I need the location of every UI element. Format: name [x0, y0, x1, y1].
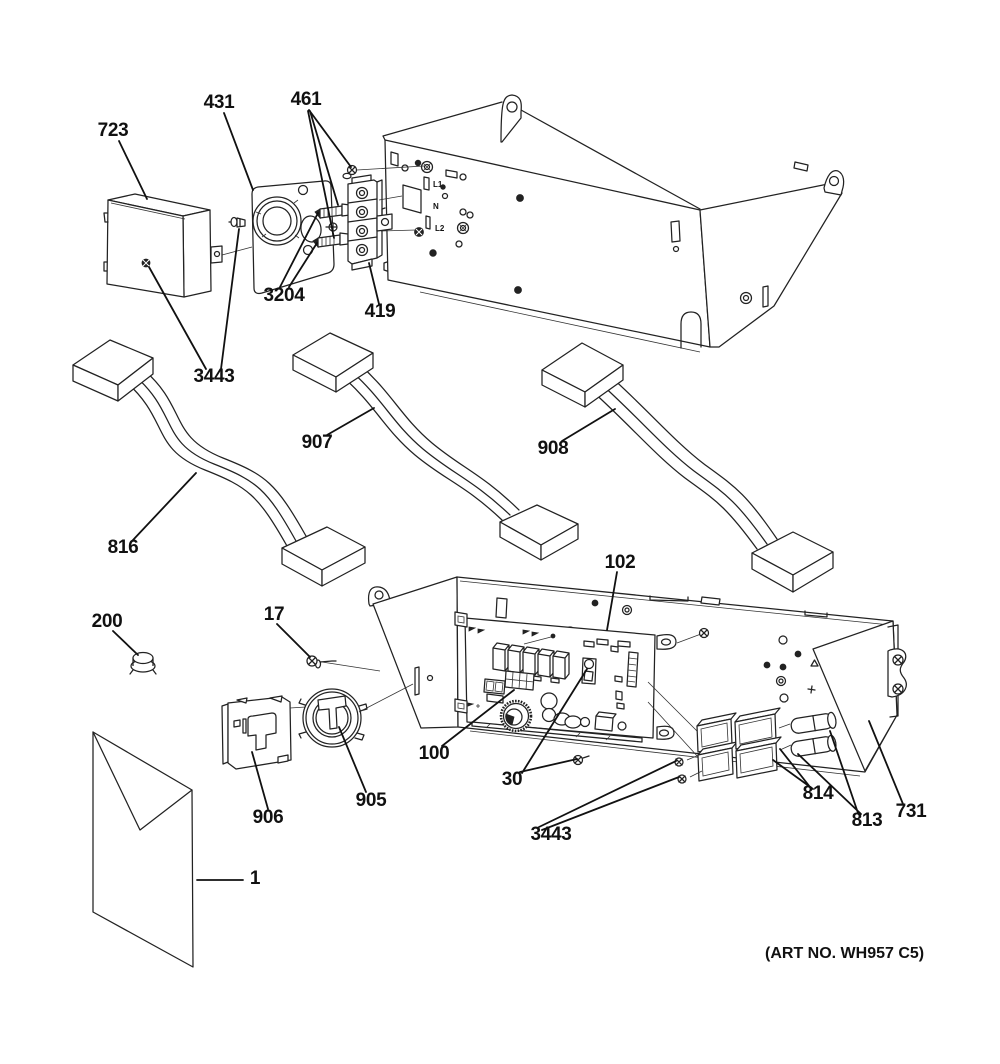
- part-label-102: 102: [604, 552, 636, 573]
- part-label-3443-top: 3443: [193, 366, 235, 387]
- grommet: [777, 677, 786, 686]
- part-label-723: 723: [97, 120, 129, 141]
- clamp-ring-905: [299, 684, 413, 747]
- marking-n: N: [433, 202, 439, 211]
- wire-harness-908: [542, 343, 833, 592]
- connector-blocks-814: [648, 682, 781, 781]
- envelope-1: [93, 732, 193, 967]
- grommet: [458, 223, 469, 234]
- part-label-813: 813: [851, 810, 883, 831]
- panel-left-face: [373, 577, 458, 728]
- part-label-907: 907: [301, 432, 333, 453]
- encoder-knob: [501, 701, 531, 731]
- terminal-pins-813: [779, 712, 837, 758]
- wire-harness-816: [73, 340, 365, 586]
- relay-row: [493, 643, 569, 679]
- part-label-3204: 3204: [263, 285, 305, 306]
- terminal-screws: [357, 188, 368, 256]
- control-panel-assembly: [369, 577, 907, 781]
- screw-17: [307, 656, 380, 671]
- marking-l2: L2: [435, 224, 445, 233]
- grommet: [741, 293, 752, 304]
- clip-bracket: [888, 649, 906, 697]
- part-label-461: 461: [290, 89, 322, 110]
- part-label-17: 17: [263, 604, 285, 625]
- grommet: [422, 162, 433, 173]
- part-label-30: 30: [501, 769, 523, 790]
- part-label-814: 814: [802, 783, 834, 804]
- part-label-731: 731: [895, 801, 927, 822]
- art-number: (ART NO. WH957 C5): [765, 945, 925, 962]
- part-label-908: 908: [537, 438, 569, 459]
- part-label-905: 905: [355, 790, 387, 811]
- terminal-block-419: [348, 175, 392, 270]
- control-board-100: [465, 618, 655, 742]
- grommet: [623, 606, 632, 615]
- leader-lines: [113, 110, 903, 880]
- switch-housing-906: [222, 696, 306, 769]
- part-label-431: 431: [203, 92, 235, 113]
- part-label-1: 1: [249, 868, 261, 889]
- part-label-100: 100: [418, 743, 450, 764]
- part-label-3443-bottom: 3443: [530, 824, 572, 845]
- screw-461: [343, 166, 357, 179]
- screws-3443-bottom: [675, 755, 702, 783]
- button-200: [130, 653, 156, 675]
- bracket-431: [252, 181, 334, 294]
- marking-l1: L1: [433, 180, 443, 189]
- part-label-816: 816: [107, 537, 139, 558]
- screw-3443-top: [229, 218, 245, 228]
- junction-box-assembly: [104, 166, 424, 298]
- part-label-419: 419: [364, 301, 396, 322]
- screw-30b: [700, 629, 709, 638]
- wire-harness-907: [293, 333, 578, 560]
- junction-box-723: [104, 194, 222, 297]
- side-panel-731: [813, 621, 897, 771]
- part-label-200: 200: [91, 611, 123, 632]
- part-label-906: 906: [252, 807, 284, 828]
- top-rear-panel: L1 N L2: [382, 95, 844, 352]
